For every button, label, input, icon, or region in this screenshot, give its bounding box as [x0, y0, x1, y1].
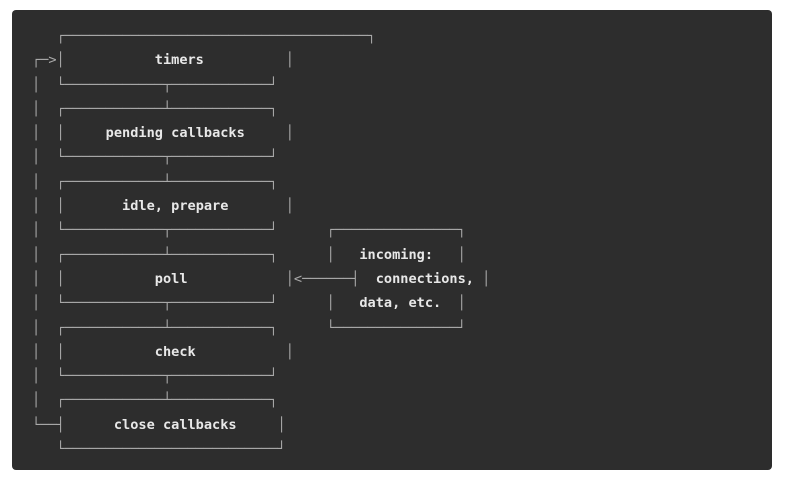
code-block: ┌─────────────────────────────────────┐ …: [12, 10, 772, 470]
event-loop-ascii-diagram: ┌─────────────────────────────────────┐ …: [32, 28, 491, 458]
code-scroll-area[interactable]: ┌─────────────────────────────────────┐ …: [12, 10, 772, 470]
